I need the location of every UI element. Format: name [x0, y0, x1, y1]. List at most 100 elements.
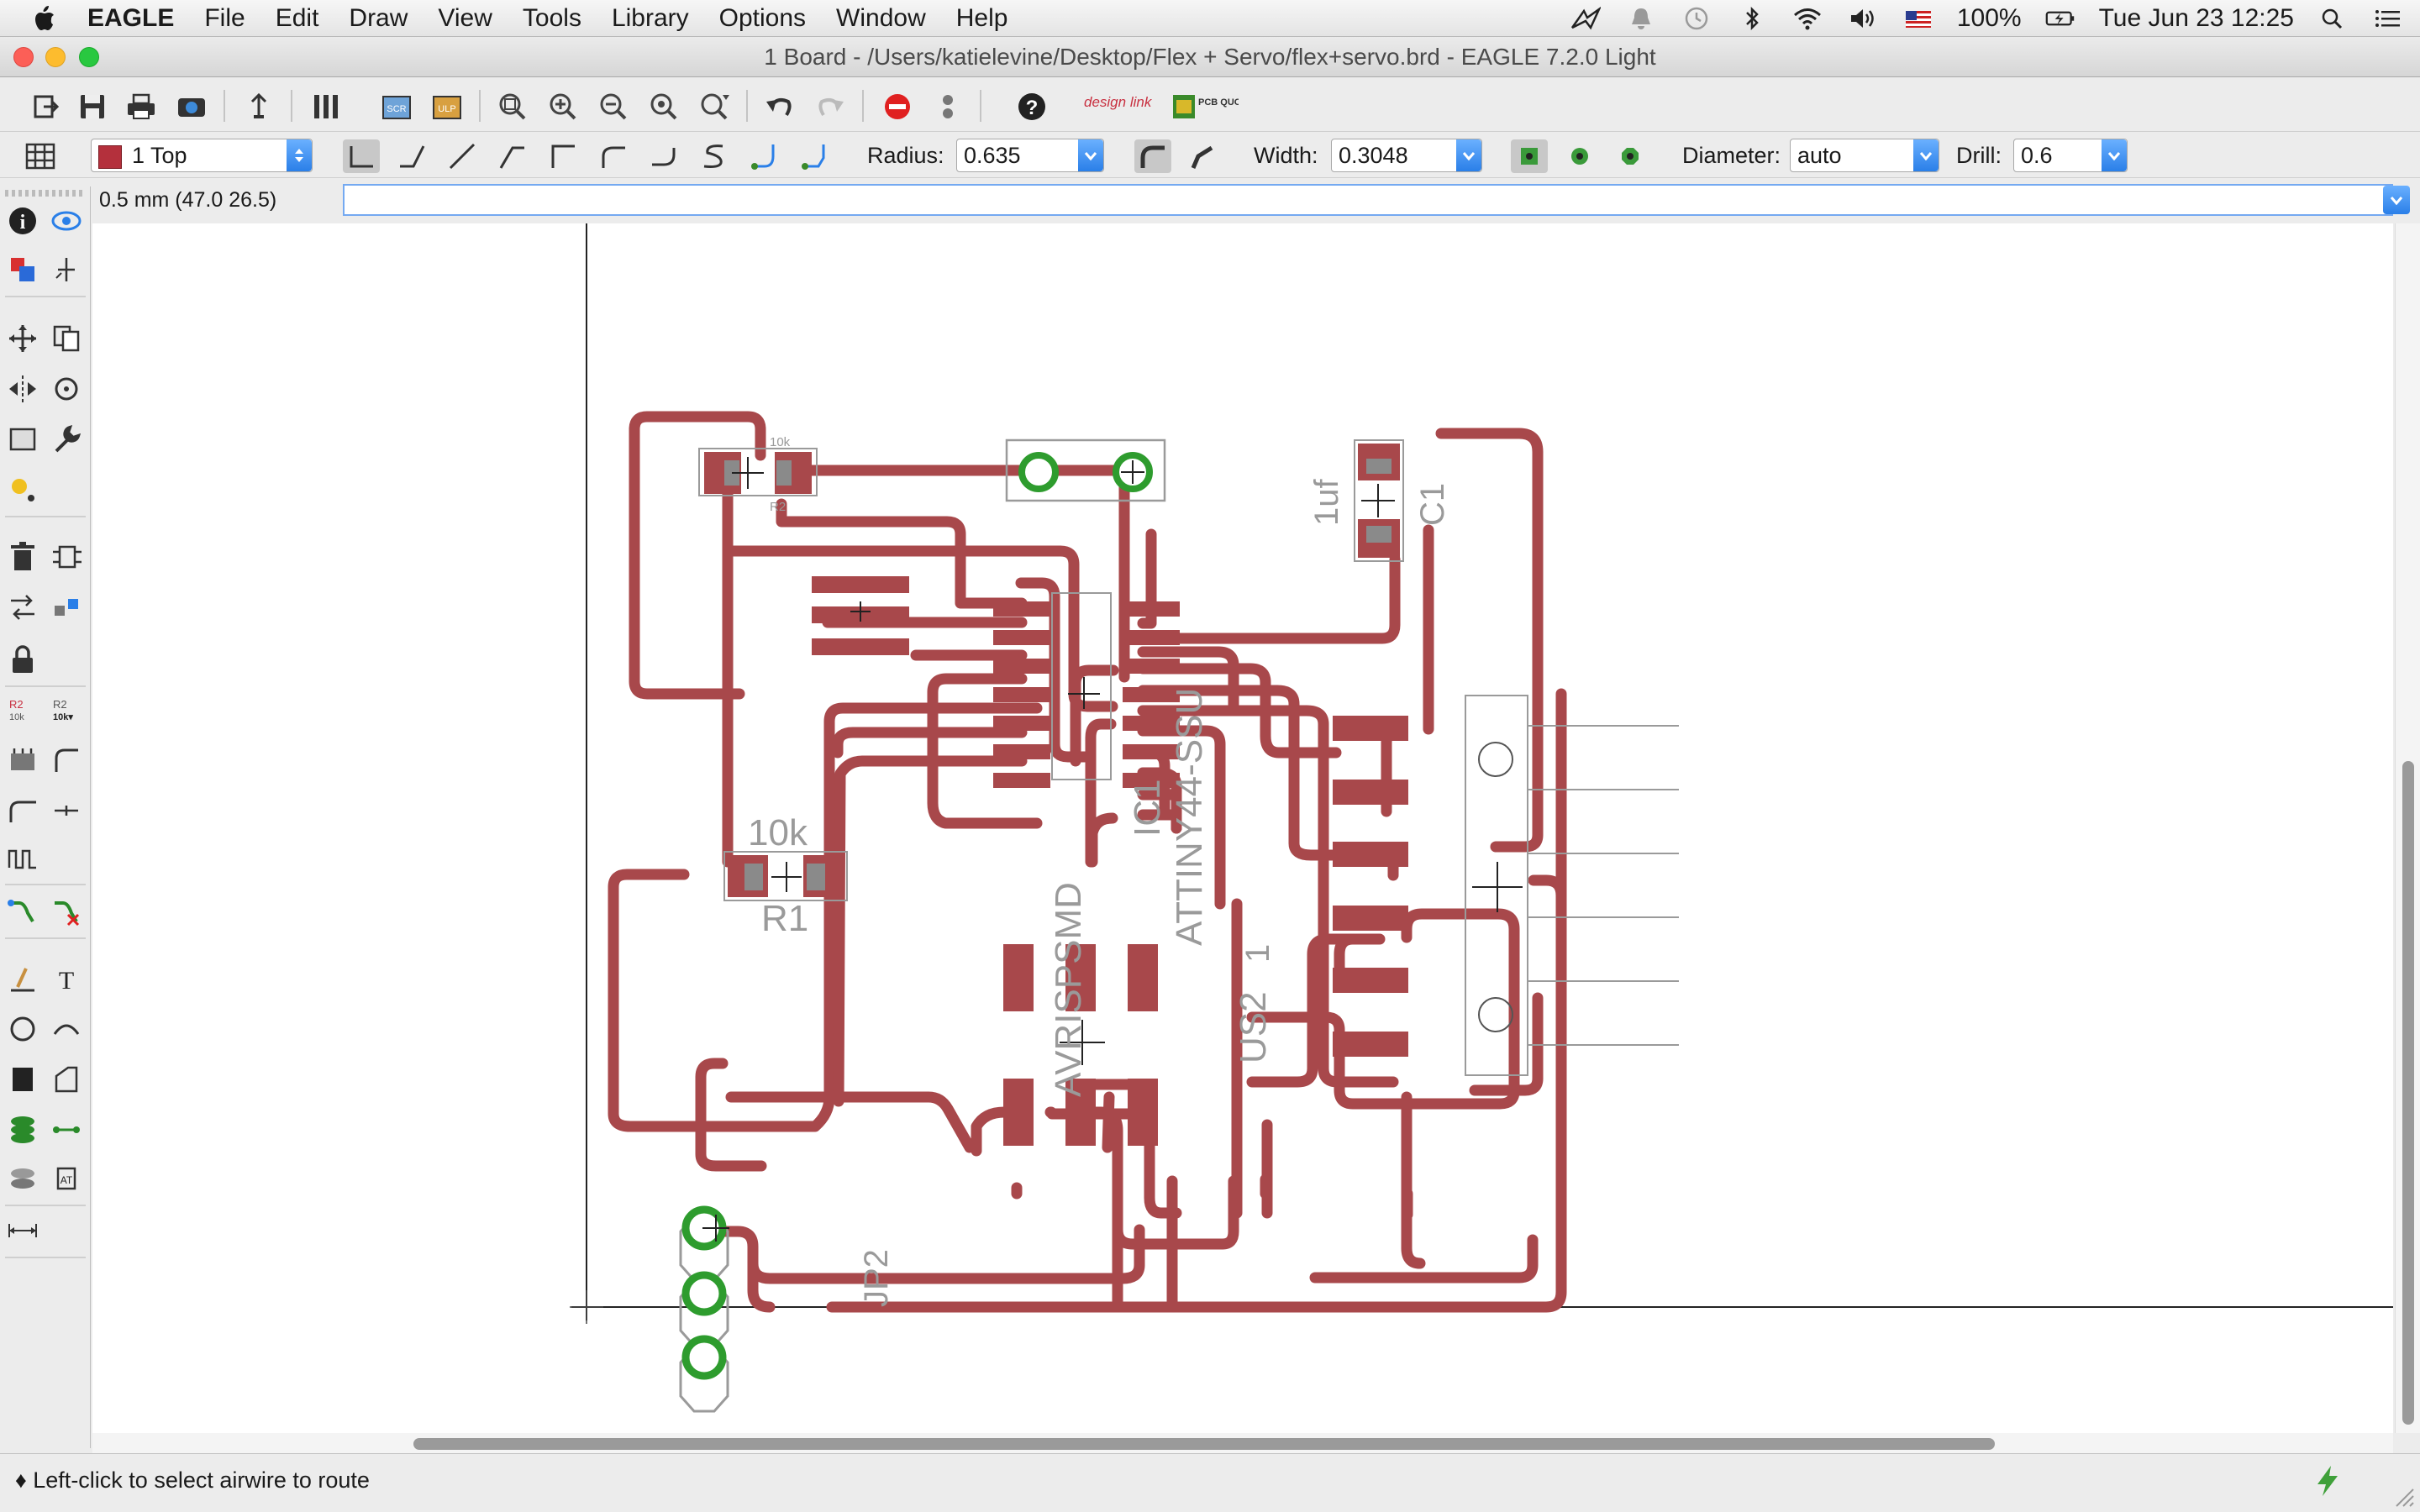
- diameter-select[interactable]: auto: [1790, 139, 1939, 172]
- wire-bend-follow-me-button[interactable]: [746, 139, 783, 173]
- info-icon[interactable]: i: [3, 202, 42, 240]
- group-icon[interactable]: [3, 420, 42, 459]
- menu-file[interactable]: File: [204, 3, 245, 32]
- show-eye-icon[interactable]: [47, 202, 86, 240]
- wire-icon[interactable]: [3, 959, 42, 998]
- servo-header-top[interactable]: [1005, 438, 1166, 502]
- script-icon[interactable]: SCR: [378, 88, 415, 125]
- time-machine-icon[interactable]: [1680, 5, 1713, 32]
- window-zoom-button[interactable]: [79, 47, 99, 67]
- via-octagon-button[interactable]: [1612, 139, 1649, 173]
- zoom-fit-icon[interactable]: [494, 88, 531, 125]
- wire-bend-45-alt-button[interactable]: [494, 139, 531, 173]
- width-dropdown-icon[interactable]: [1456, 139, 1481, 171]
- board-drawing[interactable]: 10k R2 1uf C1: [92, 223, 2393, 1433]
- window-minimize-button[interactable]: [45, 47, 66, 67]
- regulator-pads[interactable]: [812, 576, 909, 655]
- ic1-attiny44[interactable]: IC1 ATTINY44-SSU: [993, 592, 1210, 946]
- notification-center-icon[interactable]: [2371, 5, 2405, 32]
- move-icon[interactable]: [3, 319, 42, 358]
- polygon-icon[interactable]: [47, 1060, 86, 1099]
- redo-icon[interactable]: [812, 88, 849, 125]
- layer-settings-icon[interactable]: [308, 88, 345, 125]
- menu-view[interactable]: View: [438, 3, 492, 32]
- crane-icon[interactable]: [1569, 5, 1602, 32]
- battery-charging-icon[interactable]: [2044, 5, 2077, 32]
- wire-bend-arc-button[interactable]: [595, 139, 632, 173]
- drill-select[interactable]: 0.6: [2013, 139, 2128, 172]
- run-ulp-icon[interactable]: ULP: [429, 88, 466, 125]
- wire-bend-45-button[interactable]: [393, 139, 430, 173]
- vertical-scroll-thumb[interactable]: [2402, 761, 2414, 1425]
- app-name-menu[interactable]: EAGLE: [87, 3, 175, 32]
- optimize-icon[interactable]: [47, 791, 86, 830]
- arc-icon[interactable]: [47, 1010, 86, 1048]
- apple-menu-icon[interactable]: [27, 0, 60, 37]
- add-part-icon[interactable]: [47, 538, 86, 576]
- servo-connector[interactable]: [1465, 695, 1679, 1076]
- wire-bend-follow-me-alt-button[interactable]: [797, 139, 834, 173]
- radius-dropdown-icon[interactable]: [1078, 139, 1103, 171]
- layer-select-stepper-icon[interactable]: [287, 139, 312, 171]
- resize-grip-icon[interactable]: [2391, 1484, 2415, 1508]
- cam-processor-icon[interactable]: [173, 88, 210, 125]
- open-icon[interactable]: [27, 88, 64, 125]
- split-icon[interactable]: [3, 791, 42, 830]
- bluetooth-icon[interactable]: [1735, 5, 1769, 32]
- miter-icon[interactable]: [47, 741, 86, 780]
- round-cap-button[interactable]: [1134, 139, 1171, 173]
- layer-select[interactable]: 1 Top: [91, 139, 313, 172]
- help-icon[interactable]: ?: [1013, 88, 1050, 125]
- paste-icon[interactable]: [3, 470, 42, 509]
- zoom-out-icon[interactable]: [595, 88, 632, 125]
- command-history-dropdown-icon[interactable]: [2383, 186, 2410, 214]
- replace-icon[interactable]: [47, 588, 86, 627]
- rotate-icon[interactable]: [47, 370, 86, 408]
- menubar-clock[interactable]: Tue Jun 23 12:25: [2098, 4, 2294, 32]
- meander-icon[interactable]: [3, 840, 42, 879]
- via-round-button[interactable]: [1561, 139, 1598, 173]
- text-icon[interactable]: T: [47, 959, 86, 998]
- zoom-in-icon[interactable]: [544, 88, 581, 125]
- delete-trash-icon[interactable]: [3, 538, 42, 576]
- wire-bend-90-alt-button[interactable]: [544, 139, 581, 173]
- command-line-input[interactable]: [343, 184, 2393, 216]
- change-wrench-icon[interactable]: [47, 420, 86, 459]
- export-icon[interactable]: [240, 88, 277, 125]
- horizontal-scrollbar[interactable]: [92, 1433, 2393, 1453]
- save-icon[interactable]: [74, 88, 111, 125]
- undo-icon[interactable]: [761, 88, 798, 125]
- smash-icon[interactable]: [3, 741, 42, 780]
- spotlight-search-icon[interactable]: [2316, 5, 2349, 32]
- diameter-dropdown-icon[interactable]: [1913, 139, 1939, 171]
- wire-bend-90-button[interactable]: [343, 139, 380, 173]
- flat-cap-button[interactable]: [1185, 139, 1222, 173]
- via-icon[interactable]: [3, 1110, 42, 1149]
- design-link-icon[interactable]: design link: [1082, 88, 1155, 125]
- pinswap-icon[interactable]: [3, 588, 42, 627]
- print-icon[interactable]: [123, 88, 160, 125]
- signal-icon[interactable]: [47, 1110, 86, 1149]
- menu-library[interactable]: Library: [611, 3, 689, 32]
- width-select[interactable]: 0.3048: [1331, 139, 1482, 172]
- menu-edit[interactable]: Edit: [275, 3, 319, 32]
- us2-sensor-pads[interactable]: US2 1 AVRISPSMD: [1003, 882, 1276, 1146]
- copy-icon[interactable]: [47, 319, 86, 358]
- notification-bell-icon[interactable]: [1624, 5, 1658, 32]
- zoom-redraw-icon[interactable]: [645, 88, 682, 125]
- menu-draw[interactable]: Draw: [349, 3, 408, 32]
- attribute-icon[interactable]: AT: [47, 1159, 86, 1198]
- horizontal-scroll-thumb[interactable]: [413, 1438, 1995, 1450]
- c1-capacitor[interactable]: 1uf C1: [1308, 439, 1451, 562]
- go-icon[interactable]: [929, 88, 966, 125]
- board-canvas[interactable]: 10k R2 1uf C1: [92, 223, 2393, 1433]
- pcb-quote-icon[interactable]: PCB QUOTE: [1171, 88, 1239, 125]
- zoom-select-icon[interactable]: [696, 88, 733, 125]
- lock-icon[interactable]: [3, 640, 42, 679]
- grid-icon[interactable]: [22, 138, 59, 175]
- stop-icon[interactable]: [879, 88, 916, 125]
- menu-options[interactable]: Options: [718, 3, 807, 32]
- jp2-header[interactable]: JP2: [679, 1205, 895, 1413]
- mirror-icon[interactable]: [3, 370, 42, 408]
